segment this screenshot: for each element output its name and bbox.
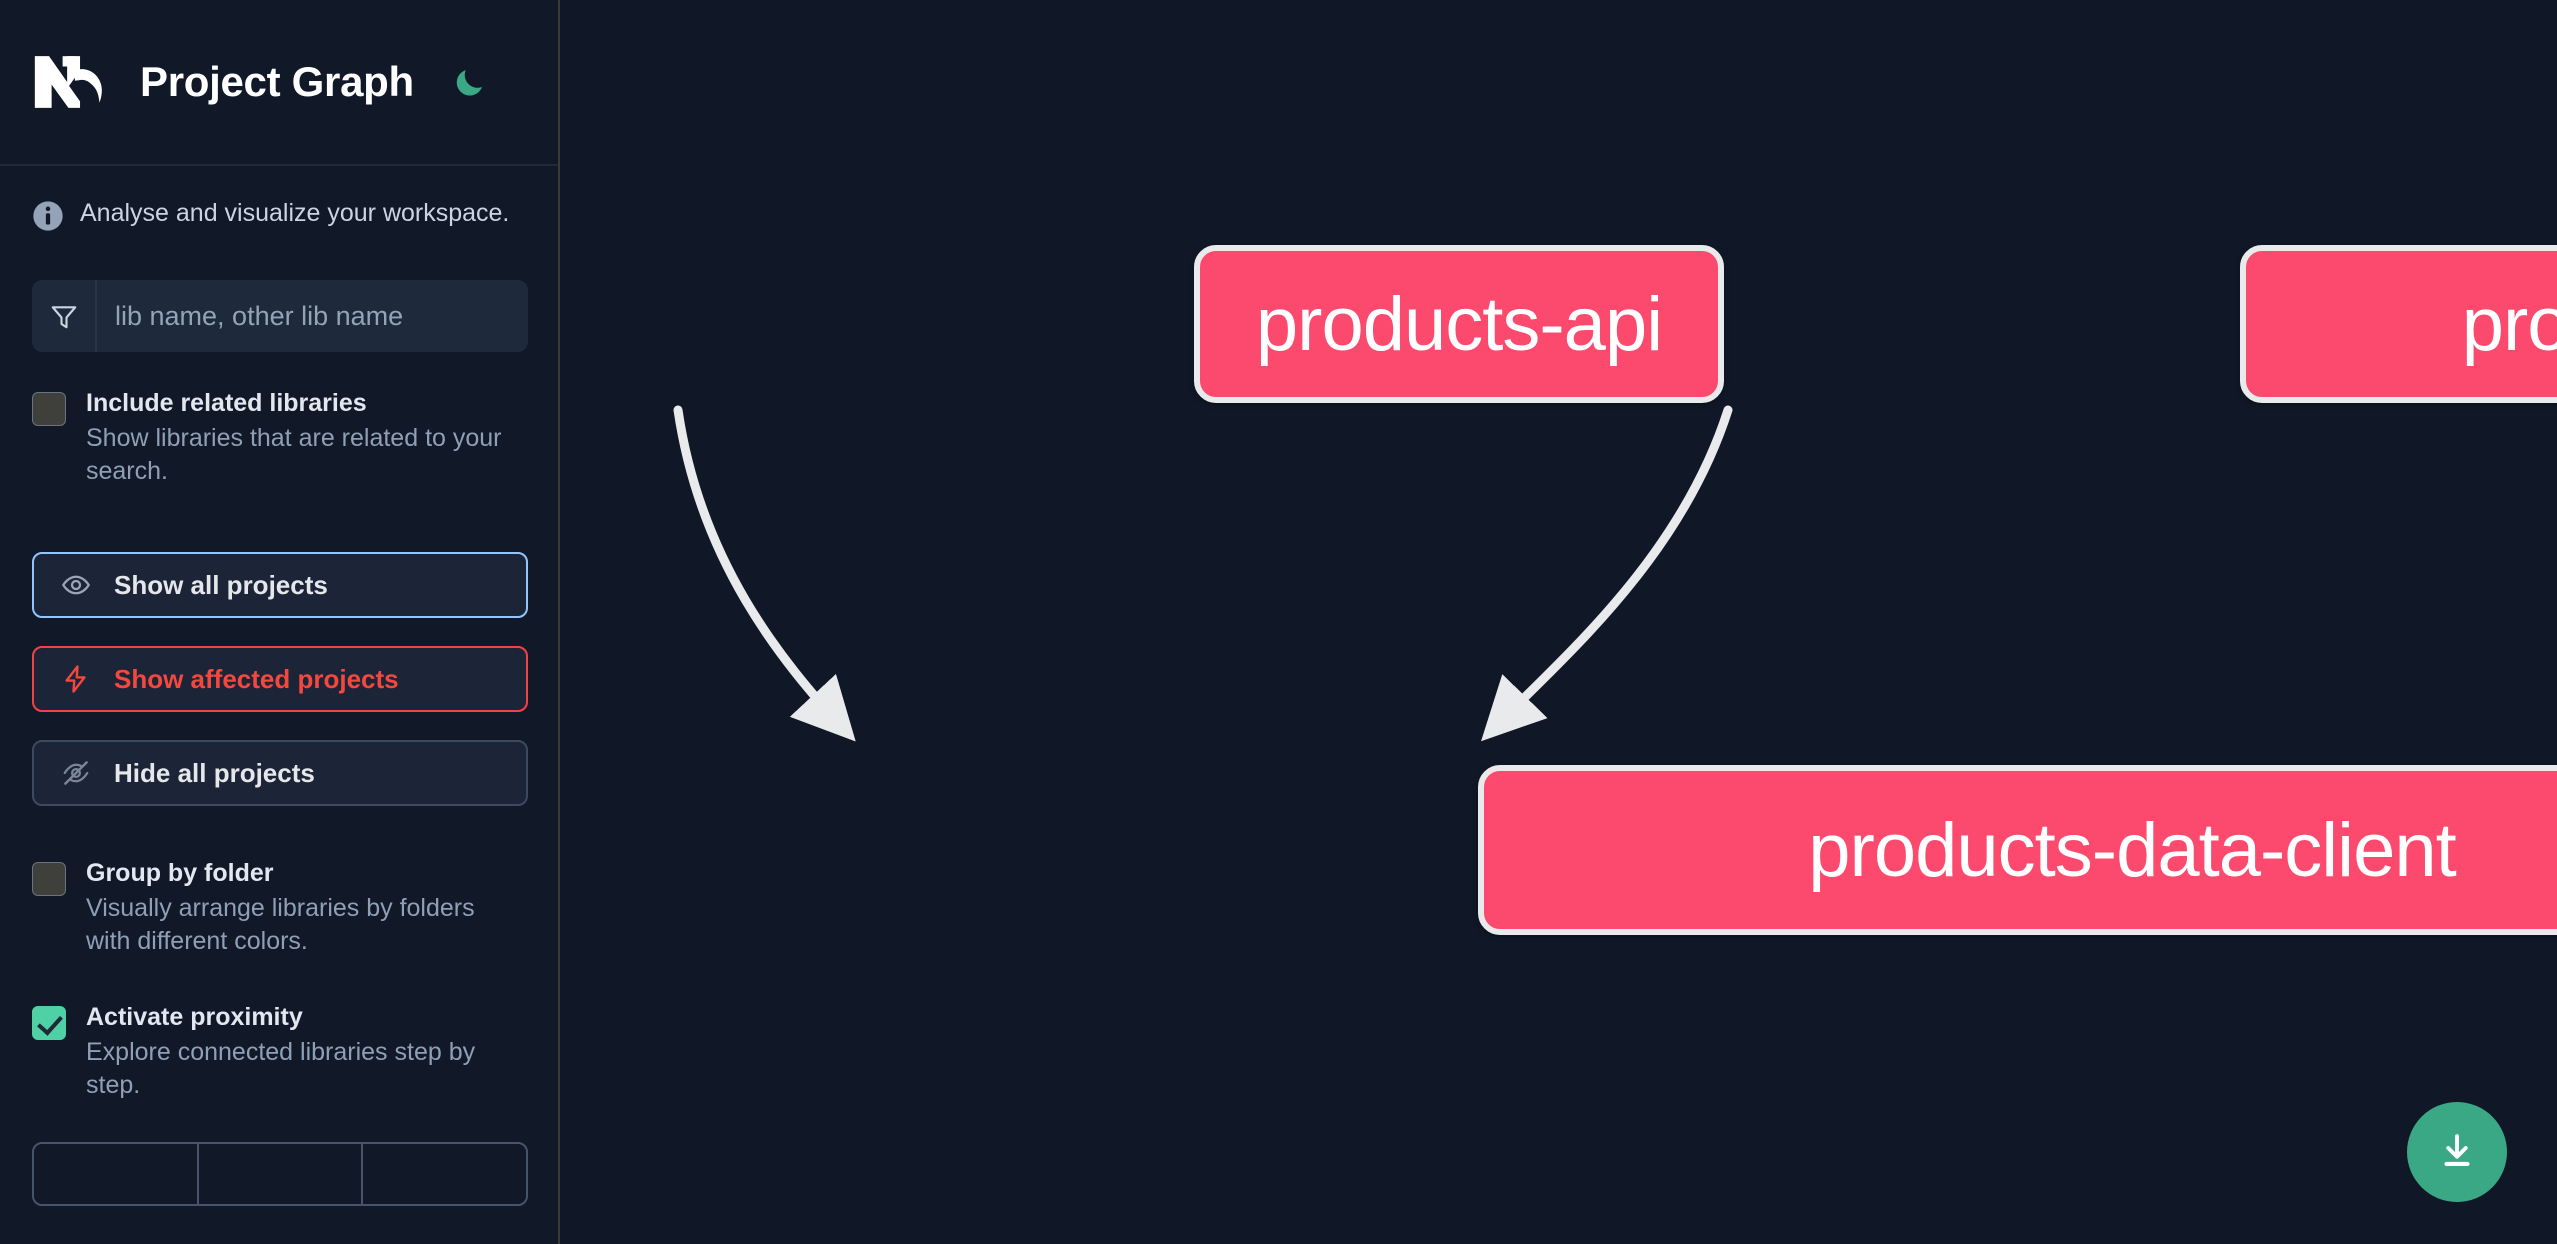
- checkbox-include-related-libraries-box[interactable]: [32, 392, 66, 426]
- show-all-projects-button[interactable]: Show all projects: [32, 552, 528, 618]
- page-title: Project Graph: [140, 58, 414, 105]
- download-icon: [2436, 1130, 2478, 1175]
- graph-node-products-cli-label: products-cli: [2461, 281, 2557, 367]
- graph-edges: [673, 405, 1733, 742]
- graph-canvas[interactable]: products-api products-cli products-data-…: [560, 0, 2557, 1244]
- nx-logo-icon: [32, 51, 110, 113]
- checkbox-group-by-folder-label: Group by folder: [86, 859, 274, 887]
- checkbox-group-by-folder[interactable]: Group by folder Visually arrange librari…: [32, 858, 528, 958]
- moon-icon[interactable]: [450, 62, 490, 102]
- show-affected-projects-button[interactable]: Show affected projects: [32, 646, 528, 712]
- checkbox-include-related-libraries-label: Include related libraries: [86, 389, 367, 417]
- show-affected-projects-label: Show affected projects: [114, 663, 399, 694]
- edge-products-cli-to-products-data-client: [1481, 405, 1733, 742]
- graph-node-products-api-label: products-api: [1255, 281, 1663, 367]
- checkbox-activate-proximity-box[interactable]: [32, 1006, 66, 1040]
- search-input[interactable]: [97, 280, 528, 352]
- checkbox-include-related-libraries[interactable]: Include related libraries Show libraries…: [32, 388, 528, 488]
- segment-1[interactable]: [34, 1144, 199, 1204]
- graph-node-products-data-client[interactable]: products-data-client: [1478, 765, 2557, 935]
- checkbox-activate-proximity[interactable]: Activate proximity Explore connected lib…: [32, 1002, 528, 1102]
- sidebar-scrollbar-track[interactable]: [558, 0, 560, 1244]
- checkbox-group-by-folder-description: Visually arrange libraries by folders wi…: [86, 894, 475, 955]
- graph-node-products-api[interactable]: products-api: [1194, 245, 1724, 403]
- info-icon: [32, 200, 64, 232]
- checkbox-group-by-folder-box[interactable]: [32, 862, 66, 896]
- graph-node-products-data-client-label: products-data-client: [1808, 807, 2456, 893]
- eye-off-icon: [60, 757, 92, 789]
- show-all-projects-label: Show all projects: [114, 569, 328, 600]
- sidebar-header: Project Graph: [0, 0, 560, 166]
- workspace-note: Analyse and visualize your workspace.: [0, 166, 560, 232]
- sidebar-body: Include related libraries Show libraries…: [0, 280, 560, 1206]
- hide-all-projects-label: Hide all projects: [114, 757, 315, 788]
- download-button[interactable]: [2407, 1102, 2507, 1202]
- checkbox-include-related-libraries-description: Show libraries that are related to your …: [86, 424, 502, 485]
- hide-all-projects-button[interactable]: Hide all projects: [32, 740, 528, 806]
- sidebar: Project Graph Analyse and visualize your…: [0, 0, 560, 1244]
- eye-icon: [60, 569, 92, 601]
- funnel-icon: [32, 280, 97, 352]
- workspace-note-text: Analyse and visualize your workspace.: [80, 199, 510, 227]
- checkbox-activate-proximity-label: Activate proximity: [86, 1003, 303, 1031]
- bolt-icon: [60, 663, 92, 695]
- segment-2[interactable]: [199, 1144, 364, 1204]
- checkbox-activate-proximity-description: Explore connected libraries step by step…: [86, 1038, 476, 1099]
- graph-node-products-cli[interactable]: products-cli: [2240, 245, 2557, 403]
- edge-products-api-to-products-data-client: [673, 405, 856, 742]
- filter-search-row: [32, 280, 528, 352]
- segment-3[interactable]: [363, 1144, 526, 1204]
- proximity-segmented-control: [32, 1142, 528, 1206]
